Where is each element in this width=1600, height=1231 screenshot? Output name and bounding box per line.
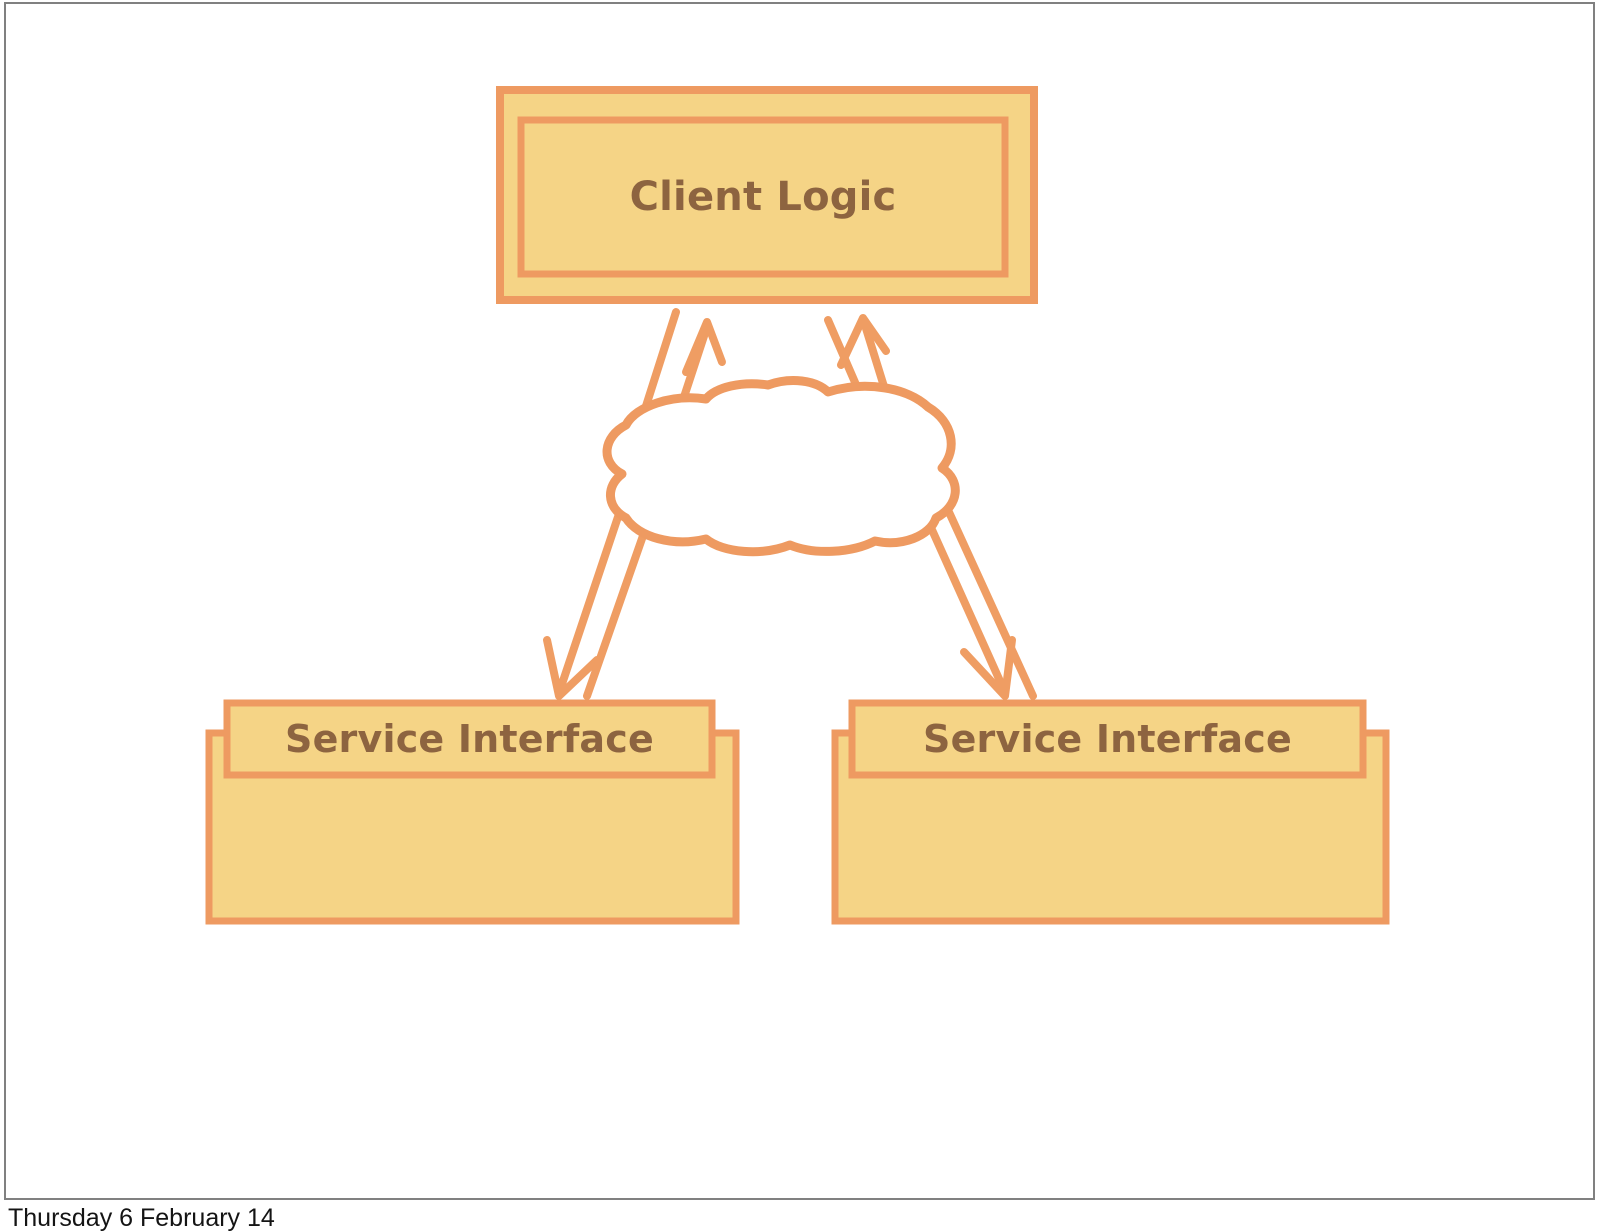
service-right-title-rect bbox=[848, 699, 1367, 779]
connector-lower-left-down-arrow bbox=[556, 486, 631, 694]
node-service-interface-left[interactable] bbox=[205, 699, 740, 925]
connector-right-up-arrowhead bbox=[837, 314, 890, 369]
connector-lower-left-down-arrowhead bbox=[543, 636, 601, 700]
connector-lower-right-up-line bbox=[934, 484, 1037, 700]
cloud-icon bbox=[602, 376, 960, 557]
connector-left-up-arrowhead bbox=[682, 318, 726, 376]
connector-lower-right-down-arrowhead bbox=[960, 636, 1016, 700]
client-logic-inner-rect bbox=[517, 116, 1009, 278]
node-network-cloud[interactable] bbox=[602, 376, 960, 557]
service-left-title-rect bbox=[223, 699, 716, 779]
footer-date: Thursday 6 February 14 bbox=[8, 1204, 275, 1231]
node-client-logic[interactable] bbox=[496, 86, 1038, 304]
node-service-interface-right[interactable] bbox=[831, 699, 1390, 925]
